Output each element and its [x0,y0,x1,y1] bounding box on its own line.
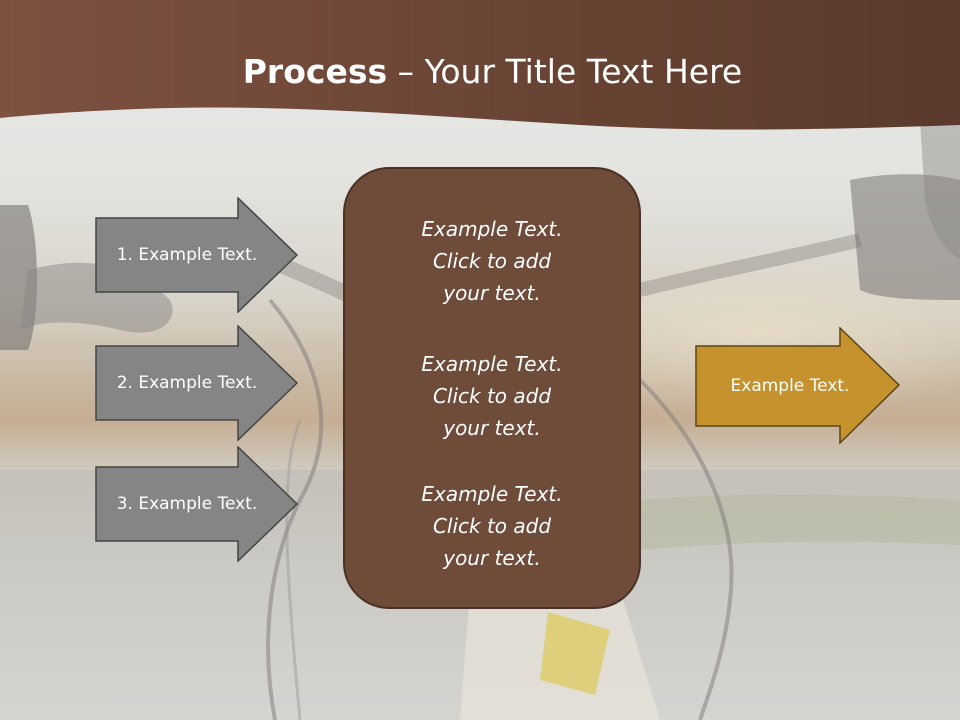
center-text-block: Example Text. Click to add your text. [421,217,563,305]
result-label: Example Text. [730,376,850,396]
center-text-block: Example Text. Click to add your text. [421,482,563,570]
slide-title[interactable]: Process – Your Title Text Here [0,52,960,91]
result-arrow[interactable]: Example Text. [695,327,901,445]
step-label: 3. Example Text. [116,494,258,514]
step-arrow-1[interactable]: 1. Example Text. [95,197,299,313]
center-text-block: Example Text. Click to add your text. [421,352,563,440]
title-band [0,0,960,130]
title-rest: – Your Title Text Here [387,52,743,91]
step-label: 2. Example Text. [116,373,258,393]
center-text-box[interactable]: Example Text. Click to add your text. Ex… [343,167,641,609]
step-arrow-3[interactable]: 3. Example Text. [95,446,299,562]
title-bold: Process [242,52,388,91]
step-label: 1. Example Text. [116,245,258,265]
step-arrow-2[interactable]: 2. Example Text. [95,325,299,441]
